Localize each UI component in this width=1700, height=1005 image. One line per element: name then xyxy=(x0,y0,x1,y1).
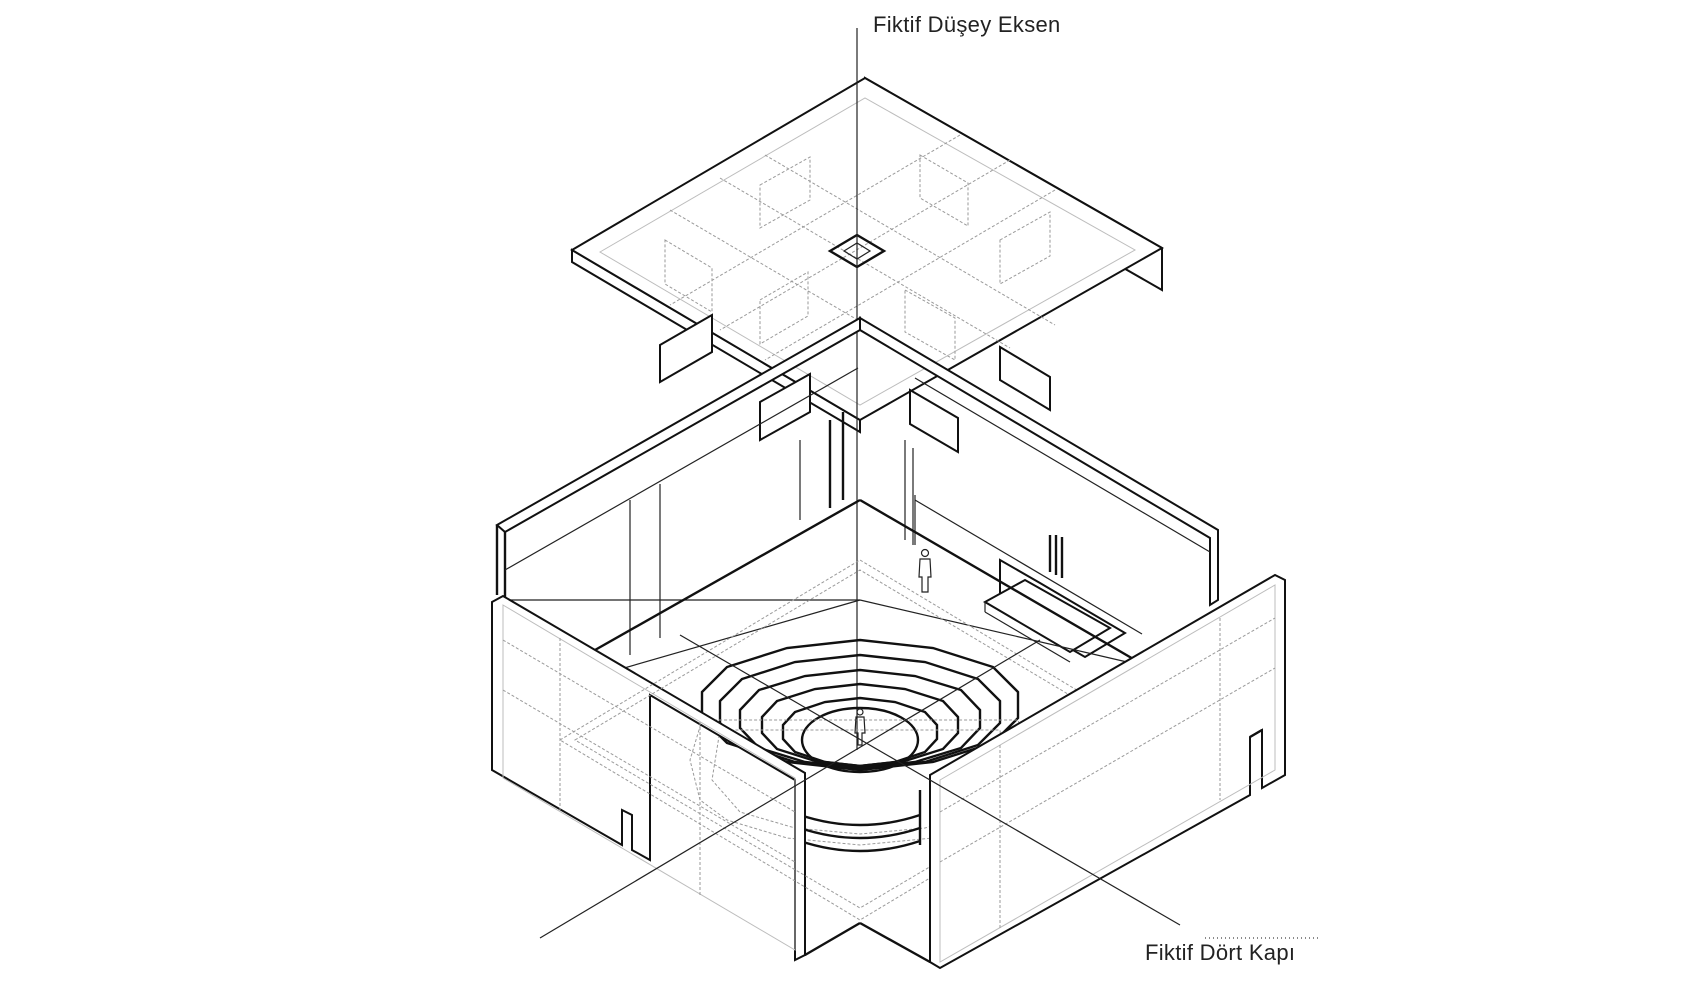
pit-center-ring xyxy=(800,706,920,774)
floor-slab-edge-right xyxy=(859,498,1136,662)
back-right-wall-top xyxy=(859,316,1219,607)
roof-inner-outline xyxy=(599,97,1137,406)
pit-ring-5 xyxy=(781,696,939,768)
gate-axis-diagonal-1 xyxy=(539,639,1041,939)
floor-edge-right xyxy=(859,599,1141,666)
roof-oculus-inner xyxy=(842,242,872,260)
pit-ring-3 xyxy=(738,668,982,770)
gate-axis-diagonal-2 xyxy=(679,634,1181,926)
front-left-wall-outline xyxy=(491,594,806,962)
vertical-axis-label: Fiktif Düşey Eksen xyxy=(873,12,1061,37)
front-right-wall xyxy=(859,573,1286,970)
plan-ghost-ring xyxy=(559,559,1161,921)
roof-fin-front-left xyxy=(759,372,811,442)
roof-ghost-grid xyxy=(664,134,1056,381)
pit-ghost-steps xyxy=(689,719,1031,846)
roof-oculus xyxy=(827,233,887,269)
front-left-wall xyxy=(491,559,1161,962)
roof-fin-right xyxy=(999,345,1051,412)
pit-ring-4 xyxy=(760,682,960,768)
four-gates-label: Fiktif Dört Kapı xyxy=(1145,940,1296,965)
roof-fin-left xyxy=(659,313,713,384)
back-walls xyxy=(495,316,1219,663)
floor-slab-edge-left xyxy=(594,498,861,652)
roof-fin-front-right xyxy=(909,388,959,454)
roof-slab xyxy=(570,76,1165,454)
human-figure-back xyxy=(918,548,932,593)
stepped-pit xyxy=(689,638,1031,853)
floor-edge-left xyxy=(599,599,861,676)
human-figure-center xyxy=(854,708,866,746)
